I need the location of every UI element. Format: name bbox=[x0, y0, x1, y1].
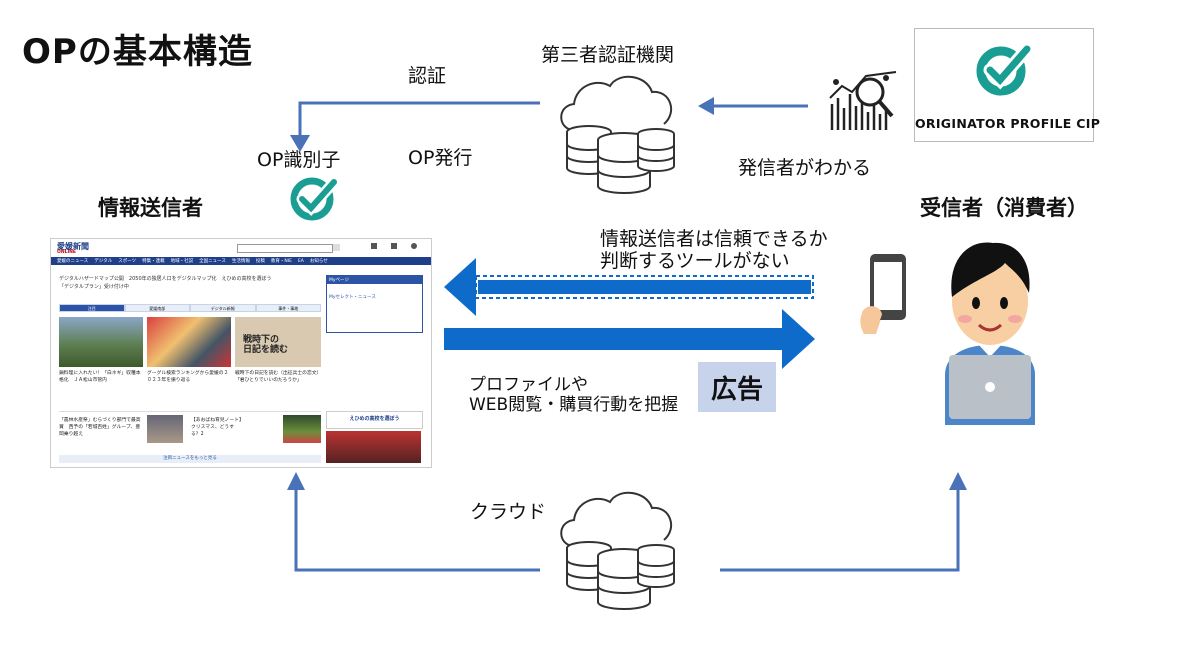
site-search-icon[interactable] bbox=[333, 244, 340, 251]
no-tool-line1: 情報送信者は信頼できるか bbox=[600, 228, 828, 250]
site-photo[interactable] bbox=[147, 415, 183, 443]
op-logo-icon bbox=[976, 42, 1033, 96]
certification-arrow bbox=[298, 101, 540, 140]
site-article-caption[interactable]: グーグル検索ランキングから愛媛の２０２３年を振り返る bbox=[147, 371, 229, 383]
site-nav-bar: 愛媛のニュースデジタルスポーツ特集・連載地域・社説全国ニュース生活情報投稿教育・… bbox=[51, 257, 431, 265]
site-ad-banner[interactable] bbox=[326, 337, 421, 407]
site-news-item[interactable]: 「デジタルプラン」受け付け中 bbox=[59, 284, 129, 290]
no-tool-arrow-fill bbox=[478, 280, 811, 294]
site-tool-icon[interactable] bbox=[391, 243, 397, 249]
originator-profile-logo: ORIGINATOR PROFILE CIP bbox=[914, 28, 1101, 142]
site-tool-icon[interactable] bbox=[371, 243, 377, 249]
site-photo[interactable] bbox=[59, 317, 143, 367]
site-nav-item[interactable]: スポーツ bbox=[118, 259, 137, 264]
site-nav-item[interactable]: 投稿 bbox=[255, 259, 265, 264]
site-nav-item[interactable]: 特集・連載 bbox=[142, 259, 165, 264]
site-news-item[interactable]: デジタルハザードマップ公開 2050年の独居人口をデジタルマップ化 えひめの高校… bbox=[59, 276, 272, 282]
site-user-icon[interactable] bbox=[411, 243, 417, 249]
site-nav-item[interactable]: デジタル bbox=[94, 259, 113, 264]
site-school-banner[interactable]: えひめの高校を選ぼう bbox=[326, 411, 423, 429]
smartphone-icon bbox=[860, 254, 906, 334]
site-article-caption[interactable]: 戦時下の日記を読む（出征兵士の恋文）「君ひとりでいいのだろうか」 bbox=[235, 371, 319, 383]
site-nav-item[interactable]: EA bbox=[297, 258, 304, 264]
site-header: 愛媛新聞 ONLINE bbox=[51, 239, 431, 257]
sender-known-label: 発信者がわかる bbox=[738, 157, 872, 179]
cloud-to-sender-line bbox=[294, 488, 540, 572]
ad-badge: 広告 bbox=[698, 362, 776, 412]
site-photo[interactable]: 戦時下の日記を読む bbox=[235, 317, 321, 367]
consumer-person-icon bbox=[945, 242, 1035, 425]
site-more-news-link[interactable]: 注目ニュースをもっと見る bbox=[59, 455, 321, 463]
cloud-label: クラウド bbox=[470, 501, 547, 523]
site-logo-sub: ONLINE bbox=[57, 250, 76, 255]
site-photo[interactable] bbox=[283, 415, 321, 443]
site-tab[interactable]: 愛媛南部 bbox=[124, 304, 190, 312]
page-title: OPの基本構造 bbox=[22, 32, 253, 72]
site-divider bbox=[59, 411, 321, 412]
site-nav-item[interactable]: 愛媛のニュース bbox=[57, 259, 89, 264]
site-nav-item[interactable]: 教育・NIE bbox=[270, 259, 292, 264]
no-tool-arrowhead bbox=[444, 258, 476, 316]
site-photo-caption: 戦時下の日記を読む bbox=[243, 335, 289, 355]
cloud-to-sender-arrowhead bbox=[287, 472, 305, 490]
op-issue-label: OP発行 bbox=[408, 147, 473, 169]
logo-text: ORIGINATOR PROFILE CIP bbox=[915, 116, 1101, 131]
site-article-caption[interactable]: 鍋料理に入れたい！「白ネギ」収穫本格化 ＪＡ松山市管内 bbox=[59, 371, 141, 383]
no-tool-line2: 判断するツールがない bbox=[600, 250, 790, 272]
receiver-to-cloud-arrowhead bbox=[949, 472, 967, 490]
news-website-screenshot: 愛媛新聞 ONLINE 愛媛のニュースデジタルスポーツ特集・連載地域・社説全国ニ… bbox=[50, 238, 432, 468]
site-tab-bar: 注目愛媛南部デジタル新報事件・事故 bbox=[59, 304, 321, 312]
site-nav-item[interactable]: お知らせ bbox=[309, 259, 328, 264]
site-search-input[interactable] bbox=[237, 244, 333, 253]
site-photo[interactable] bbox=[147, 317, 231, 367]
site-promo-banner[interactable] bbox=[326, 431, 421, 463]
site-tab[interactable]: 注目 bbox=[59, 304, 125, 312]
site-tab[interactable]: デジタル新報 bbox=[190, 304, 256, 312]
receiver-label: 受信者（消費者） bbox=[920, 196, 1088, 220]
site-mypage-box: Myページ Myセレクト・ニュース bbox=[326, 275, 423, 333]
analytics-magnifier-icon bbox=[829, 71, 897, 130]
site-article-caption[interactable]: 【あおばね育児ノート】クリスマス、どうする？2 bbox=[191, 418, 242, 437]
cloud-database-icon bbox=[560, 76, 675, 194]
site-sidebar: Myページ Myセレクト・ニュース えひめの高校を選ぼう bbox=[326, 275, 423, 463]
data-arrow-body bbox=[444, 328, 784, 350]
data-arrowhead bbox=[782, 309, 815, 369]
certification-label: 認証 bbox=[408, 65, 447, 87]
third-party-authority-label: 第三者認証機関 bbox=[541, 44, 675, 66]
site-nav-item[interactable]: 地域・社説 bbox=[170, 259, 194, 264]
site-mypage-title: Myページ bbox=[327, 276, 422, 284]
op-check-icon bbox=[290, 176, 340, 221]
site-nav-item[interactable]: 生活情報 bbox=[231, 259, 250, 264]
site-article-caption[interactable]: 「農林水産祭」むらづくり部門で最高賞 西予の「若城百姓」グループ、豊岡乗り越え bbox=[59, 418, 141, 437]
cloud-storage-icon bbox=[560, 492, 675, 610]
site-news-ticker: デジタルハザードマップ公開 2050年の独居人口をデジタルマップ化 えひめの高校… bbox=[59, 275, 319, 291]
certification-arrowhead bbox=[290, 135, 310, 152]
site-tab[interactable]: 事件・事故 bbox=[255, 304, 321, 312]
site-logo: 愛媛新聞 bbox=[57, 242, 89, 251]
info-sender-label: 情報送信者 bbox=[98, 196, 203, 220]
site-myselect[interactable]: Myセレクト・ニュース bbox=[329, 295, 376, 300]
receiver-to-cloud-line bbox=[720, 488, 960, 572]
site-nav-item[interactable]: 全国ニュース bbox=[199, 259, 226, 264]
profile-line1: プロファイルや bbox=[469, 375, 588, 395]
logo-to-authority-arrowhead bbox=[698, 97, 714, 115]
profile-line2: WEB閲覧・購買行動を把握 bbox=[469, 395, 679, 415]
op-identifier-label: OP識別子 bbox=[257, 149, 341, 171]
